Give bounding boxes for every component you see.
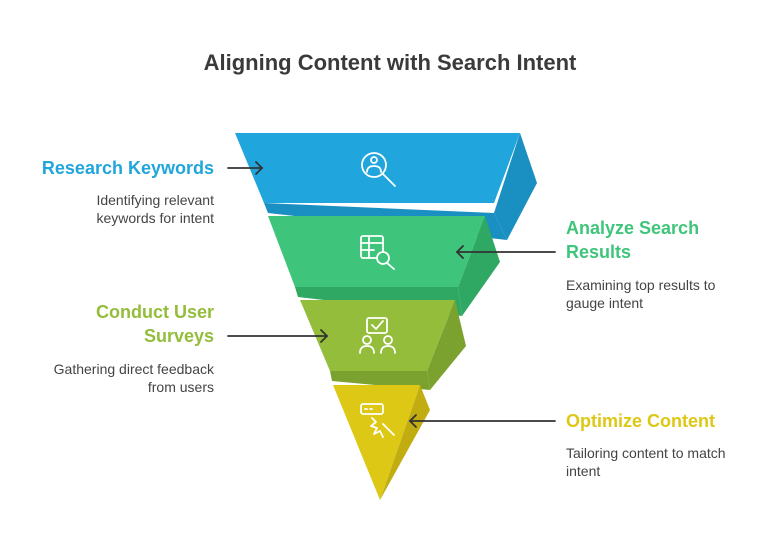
arrow-analyze	[455, 245, 556, 259]
funnel-level-side	[494, 133, 537, 240]
heading-line: Results	[566, 242, 632, 262]
stage-description-research: Identifying relevant keywords for intent	[96, 191, 214, 227]
arrow-research	[227, 161, 264, 175]
funnel-level-side	[458, 216, 500, 316]
stage-description-analyze: Examining top results to gauge intent	[566, 276, 715, 312]
heading-line: Analyze Search	[566, 218, 700, 238]
search-keyword-icon	[361, 152, 396, 187]
arrow-conduct	[227, 329, 329, 343]
diagram-title: Aligning Content with Search Intent	[203, 50, 577, 75]
funnel-level-side	[427, 300, 466, 390]
description-line: Tailoring content to match	[566, 445, 726, 461]
stage-heading-conduct: Conduct User Surveys	[96, 300, 214, 348]
stage-description-conduct: Gathering direct feedback from users	[54, 360, 214, 396]
description-line: gauge intent	[566, 295, 644, 311]
description-line: Identifying relevant	[96, 192, 214, 208]
user-survey-icon	[359, 317, 396, 354]
description-line: Gathering direct feedback	[53, 361, 214, 377]
funnel-level-face	[268, 216, 485, 287]
heading-line: Conduct User	[95, 302, 214, 322]
description-line: keywords for intent	[96, 210, 215, 226]
funnel-level-optimize	[333, 385, 430, 500]
funnel-level-conduct	[300, 300, 466, 390]
description-line: Examining top results to	[566, 277, 716, 293]
funnel-level-face	[235, 133, 520, 203]
table-search-icon	[360, 235, 395, 270]
stage-heading-optimize: Optimize Content	[566, 411, 715, 431]
stage-description-optimize: Tailoring content to match intent	[566, 444, 726, 480]
stage-heading-research: Research Keywords	[41, 158, 214, 178]
stage-heading-analyze: Analyze Search Results	[566, 216, 699, 264]
funnel-level-face	[300, 300, 455, 371]
arrow-optimize	[408, 414, 556, 428]
description-line: intent	[566, 463, 601, 479]
funnel-level-side	[380, 385, 430, 500]
funnel-level-face	[333, 385, 420, 500]
heading-line: Surveys	[143, 326, 214, 346]
description-line: from users	[147, 379, 214, 395]
optimize-cursor-icon	[360, 403, 395, 438]
